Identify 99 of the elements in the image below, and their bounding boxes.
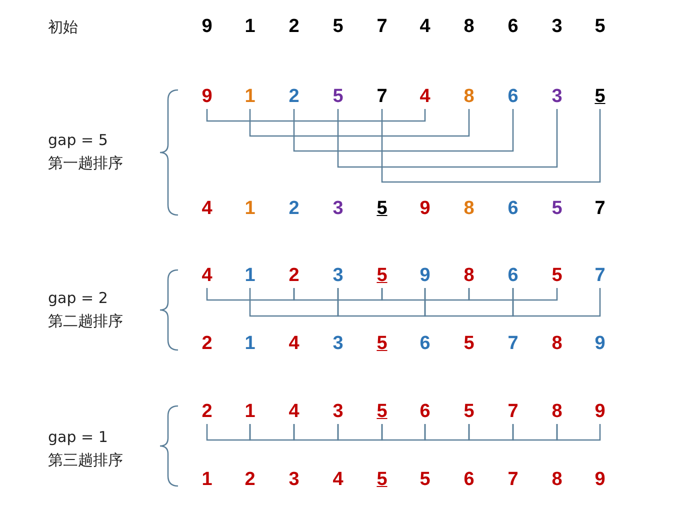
array-value: 5 bbox=[461, 333, 477, 355]
pass-label: 第三趟排序 bbox=[48, 451, 123, 469]
array-value: 9 bbox=[417, 265, 433, 287]
gap-label: gap = 2 bbox=[48, 289, 108, 307]
array-value: 5 bbox=[417, 469, 433, 491]
array-value: 5 bbox=[592, 86, 608, 108]
array-value: 5 bbox=[330, 16, 346, 38]
array-value: 1 bbox=[242, 333, 258, 355]
array-value: 9 bbox=[199, 16, 215, 38]
bracket-line bbox=[424, 288, 514, 317]
bracket-line bbox=[206, 109, 426, 122]
array-value: 5 bbox=[592, 16, 608, 38]
bracket-line bbox=[512, 288, 601, 317]
array-value: 5 bbox=[374, 333, 390, 355]
row-label: 初始 bbox=[48, 18, 78, 36]
array-value: 3 bbox=[330, 265, 346, 287]
array-value: 2 bbox=[286, 86, 302, 108]
bracket-line bbox=[293, 424, 339, 441]
bracket-line bbox=[381, 109, 601, 183]
bracket-line bbox=[249, 288, 339, 317]
array-value: 4 bbox=[199, 265, 215, 287]
array-value: 3 bbox=[286, 469, 302, 491]
array-value: 9 bbox=[592, 401, 608, 423]
array-value: 8 bbox=[549, 401, 565, 423]
array-value: 6 bbox=[505, 86, 521, 108]
bracket-line bbox=[293, 288, 383, 301]
array-value: 9 bbox=[592, 333, 608, 355]
array-value: 9 bbox=[417, 198, 433, 220]
array-value: 4 bbox=[199, 198, 215, 220]
array-value: 5 bbox=[374, 469, 390, 491]
array-value: 6 bbox=[417, 401, 433, 423]
bracket-line bbox=[556, 424, 601, 441]
bracket-line bbox=[468, 288, 558, 301]
bracket-line bbox=[381, 424, 426, 441]
bracket-line bbox=[337, 288, 426, 317]
array-value: 5 bbox=[374, 265, 390, 287]
array-value: 1 bbox=[199, 469, 215, 491]
bracket-line bbox=[424, 424, 470, 441]
array-value: 3 bbox=[330, 401, 346, 423]
array-value: 2 bbox=[286, 198, 302, 220]
array-value: 5 bbox=[461, 401, 477, 423]
array-value: 6 bbox=[505, 16, 521, 38]
array-value: 4 bbox=[417, 86, 433, 108]
array-value: 5 bbox=[330, 86, 346, 108]
array-value: 5 bbox=[549, 198, 565, 220]
bracket-line bbox=[337, 424, 383, 441]
array-value: 1 bbox=[242, 265, 258, 287]
array-value: 1 bbox=[242, 16, 258, 38]
array-value: 4 bbox=[286, 333, 302, 355]
array-value: 2 bbox=[199, 401, 215, 423]
gap-label: gap = 1 bbox=[48, 428, 108, 446]
bracket-line bbox=[293, 109, 514, 152]
array-value: 4 bbox=[286, 401, 302, 423]
bracket-line bbox=[381, 288, 470, 301]
array-value: 9 bbox=[592, 469, 608, 491]
array-value: 7 bbox=[374, 16, 390, 38]
array-value: 8 bbox=[461, 265, 477, 287]
array-value: 5 bbox=[374, 401, 390, 423]
bracket-line bbox=[337, 109, 558, 168]
array-value: 7 bbox=[592, 198, 608, 220]
bracket-line bbox=[468, 424, 514, 441]
array-value: 7 bbox=[505, 469, 521, 491]
array-value: 8 bbox=[461, 198, 477, 220]
array-value: 7 bbox=[505, 401, 521, 423]
array-value: 8 bbox=[461, 16, 477, 38]
array-value: 6 bbox=[505, 198, 521, 220]
array-value: 3 bbox=[330, 333, 346, 355]
bracket-line bbox=[206, 288, 295, 301]
array-value: 5 bbox=[374, 198, 390, 220]
array-value: 2 bbox=[286, 16, 302, 38]
bracket-line bbox=[249, 424, 295, 441]
array-value: 8 bbox=[549, 333, 565, 355]
array-value: 9 bbox=[199, 86, 215, 108]
array-value: 2 bbox=[242, 469, 258, 491]
bracket-line bbox=[206, 424, 251, 441]
array-value: 3 bbox=[330, 198, 346, 220]
array-value: 5 bbox=[549, 265, 565, 287]
array-value: 3 bbox=[549, 16, 565, 38]
gap-label: gap = 5 bbox=[48, 131, 108, 149]
array-value: 1 bbox=[242, 86, 258, 108]
array-value: 8 bbox=[549, 469, 565, 491]
array-value: 4 bbox=[417, 16, 433, 38]
array-value: 7 bbox=[592, 265, 608, 287]
array-value: 1 bbox=[242, 401, 258, 423]
array-value: 6 bbox=[417, 333, 433, 355]
array-value: 7 bbox=[505, 333, 521, 355]
array-value: 6 bbox=[505, 265, 521, 287]
array-value: 1 bbox=[242, 198, 258, 220]
pass-label: 第一趟排序 bbox=[48, 154, 123, 172]
array-value: 2 bbox=[199, 333, 215, 355]
array-value: 8 bbox=[461, 86, 477, 108]
array-value: 4 bbox=[330, 469, 346, 491]
array-value: 2 bbox=[286, 265, 302, 287]
bracket-line bbox=[249, 109, 470, 137]
array-value: 3 bbox=[549, 86, 565, 108]
pass-label: 第二趟排序 bbox=[48, 312, 123, 330]
array-value: 7 bbox=[374, 86, 390, 108]
array-value: 6 bbox=[461, 469, 477, 491]
bracket-line bbox=[512, 424, 558, 441]
